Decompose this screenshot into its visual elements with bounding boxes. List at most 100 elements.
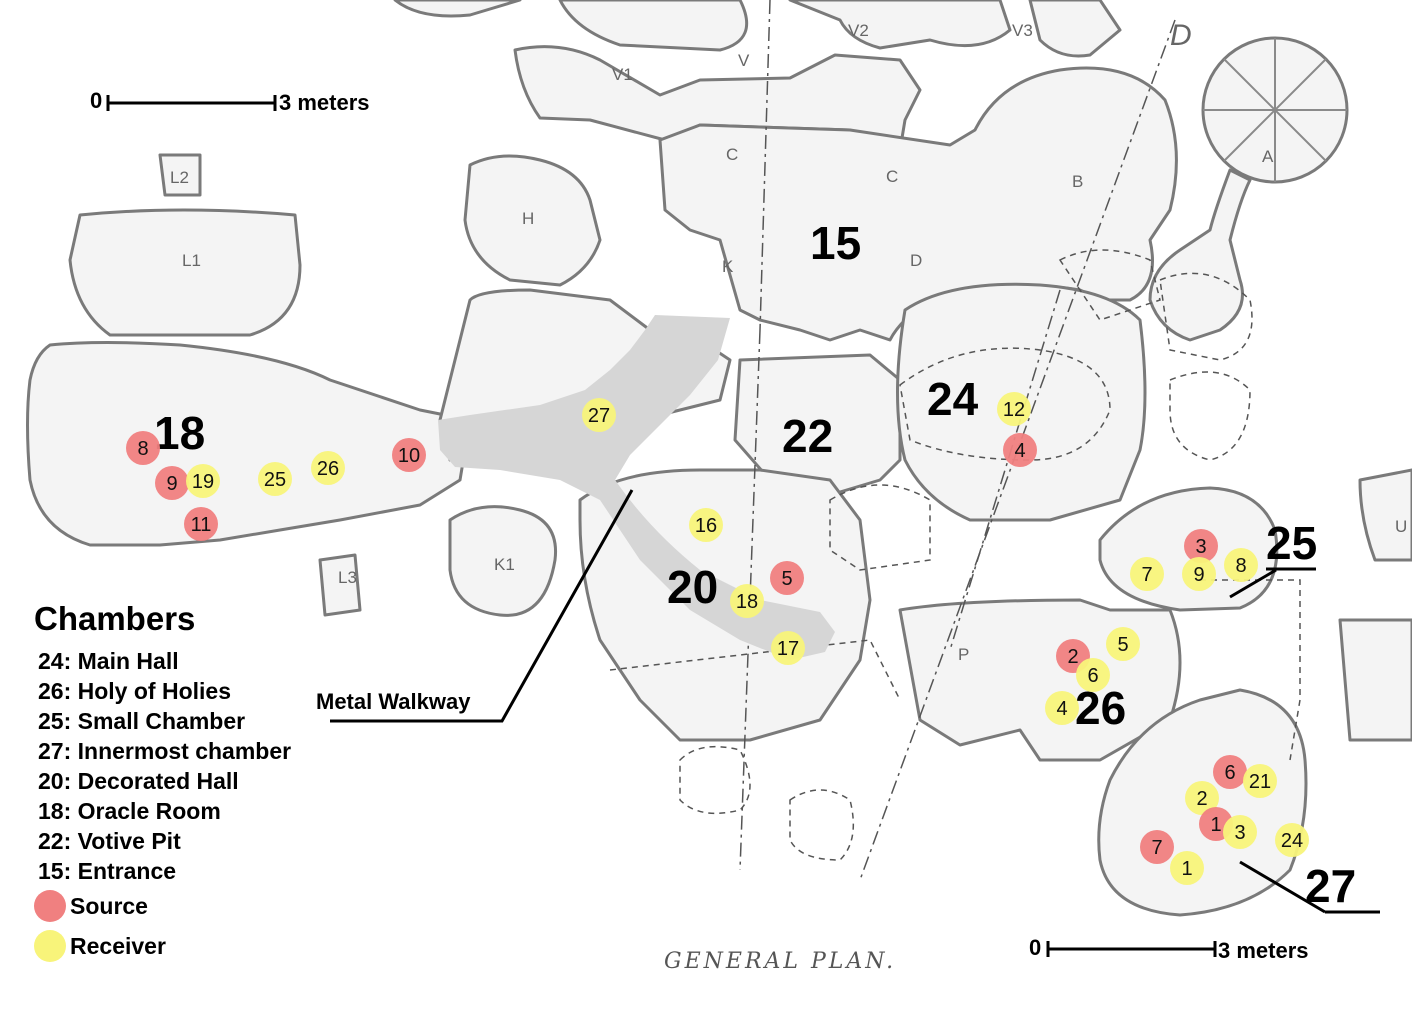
scale-bar-zero: 0 [1029,935,1041,960]
room-numbers: 15 18 20 22 24 25 26 27 [154,217,1380,914]
receiver-marker: 26 [311,451,345,485]
legend-item: 15: Entrance [38,858,177,884]
receiver-dot [311,451,345,485]
source-marker-label: 9 [166,473,177,495]
plan-letter: K1 [494,555,515,574]
receiver-marker-label: 6 [1087,665,1098,687]
plan-letter: B [1072,172,1083,191]
receiver-marker-label: 24 [1281,830,1303,852]
source-marker: 6 [1213,755,1247,789]
source-marker-label: 2 [1067,646,1078,668]
source-marker-label: 6 [1224,762,1235,784]
legend-item: 20: Decorated Hall [38,768,239,794]
receiver-marker: 1 [1170,851,1204,885]
receiver-marker: 27 [582,398,616,432]
scale-bar-label: 3 meters [279,90,370,115]
receiver-dot [1045,691,1079,725]
room-number-27: 27 [1305,860,1356,912]
walkway-leader-line [330,489,634,723]
receiver-marker: 8 [1224,548,1258,582]
receiver-dot [582,398,616,432]
source-dot [1140,830,1174,864]
legend-item: 18: Oracle Room [38,798,221,824]
receiver-marker: 17 [771,631,805,665]
receiver-marker: 7 [1130,557,1164,591]
receiver-marker-label: 2 [1196,788,1207,810]
plan-letter: D [910,251,922,270]
receiver-marker: 16 [689,508,723,542]
receiver-dot [1185,781,1219,815]
receiver-marker-label: 8 [1235,555,1246,577]
plan-letter: L2 [170,168,189,187]
room-number-15: 15 [810,217,861,269]
source-marker-label: 5 [781,568,792,590]
source-marker-label: 7 [1151,837,1162,859]
plan-letter: L3 [338,568,357,587]
legend-item: 25: Small Chamber [38,708,246,734]
room-number-25: 25 [1266,517,1317,569]
source-marker-label: 8 [137,438,148,460]
receiver-dot [1182,557,1216,591]
source-swatch [34,890,66,922]
source-marker-label: 3 [1195,536,1206,558]
receiver-dot [186,464,220,498]
legend-title: Chambers [34,600,196,637]
receiver-marker: 9 [1182,557,1216,591]
plan-letter: C [886,167,898,186]
receiver-marker-label: 19 [192,471,214,493]
plan-letter: A [1262,147,1274,166]
source-dot [126,431,160,465]
legend-receiver-key: Receiver [34,926,291,966]
plan-letter: D [1170,19,1192,52]
source-dot [392,438,426,472]
source-marker: 10 [392,438,426,472]
receiver-marker-label: 16 [695,515,717,537]
plan-letter: C [726,145,738,164]
survey-lines [609,0,1301,881]
scale-bar-zero: 0 [90,88,102,113]
receiver-dot [1223,815,1257,849]
legend-source-key: Source [34,886,291,926]
receiver-dot [997,392,1031,426]
receiver-marker-label: 17 [777,638,799,660]
source-dot [1184,529,1218,563]
receiver-dot [258,462,292,496]
receiver-marker-label: 4 [1056,698,1067,720]
receiver-marker-label: 27 [588,405,610,427]
source-marker: 8 [126,431,160,465]
receiver-marker: 6 [1076,658,1110,692]
receiver-marker: 12 [997,392,1031,426]
scale-bar-label: 3 meters [1218,938,1309,963]
receiver-marker: 4 [1045,691,1079,725]
receiver-dot [730,584,764,618]
source-dot [184,507,218,541]
source-dot [155,466,189,500]
receiver-marker-label: 26 [317,458,339,480]
source-marker: 4 [1003,433,1037,467]
room-number-22: 22 [782,410,833,462]
legend-receiver-label: Receiver [70,932,166,959]
source-marker-label: 4 [1014,440,1025,462]
receiver-marker-label: 9 [1193,564,1204,586]
source-marker: 3 [1184,529,1218,563]
walkway-label: Metal Walkway [316,689,471,714]
receiver-marker-label: 21 [1249,771,1271,793]
source-dot [1003,433,1037,467]
legend-item: 26: Holy of Holies [38,678,231,704]
room-number-20: 20 [667,561,718,613]
receiver-marker: 24 [1275,823,1309,857]
receiver-dot [1170,851,1204,885]
receiver-dot [689,508,723,542]
plan-letter: V [738,51,750,70]
receiver-marker: 25 [258,462,292,496]
legend-source-label: Source [70,892,148,919]
plan-letter: L1 [182,251,201,270]
legend-item: 27: Innermost chamber [38,738,292,764]
room-number-18: 18 [154,407,205,459]
source-dot [1213,755,1247,789]
receiver-marker-label: 25 [264,469,286,491]
scale-bar-bottom: 0 3 meters [1029,935,1309,963]
source-dot [770,561,804,595]
